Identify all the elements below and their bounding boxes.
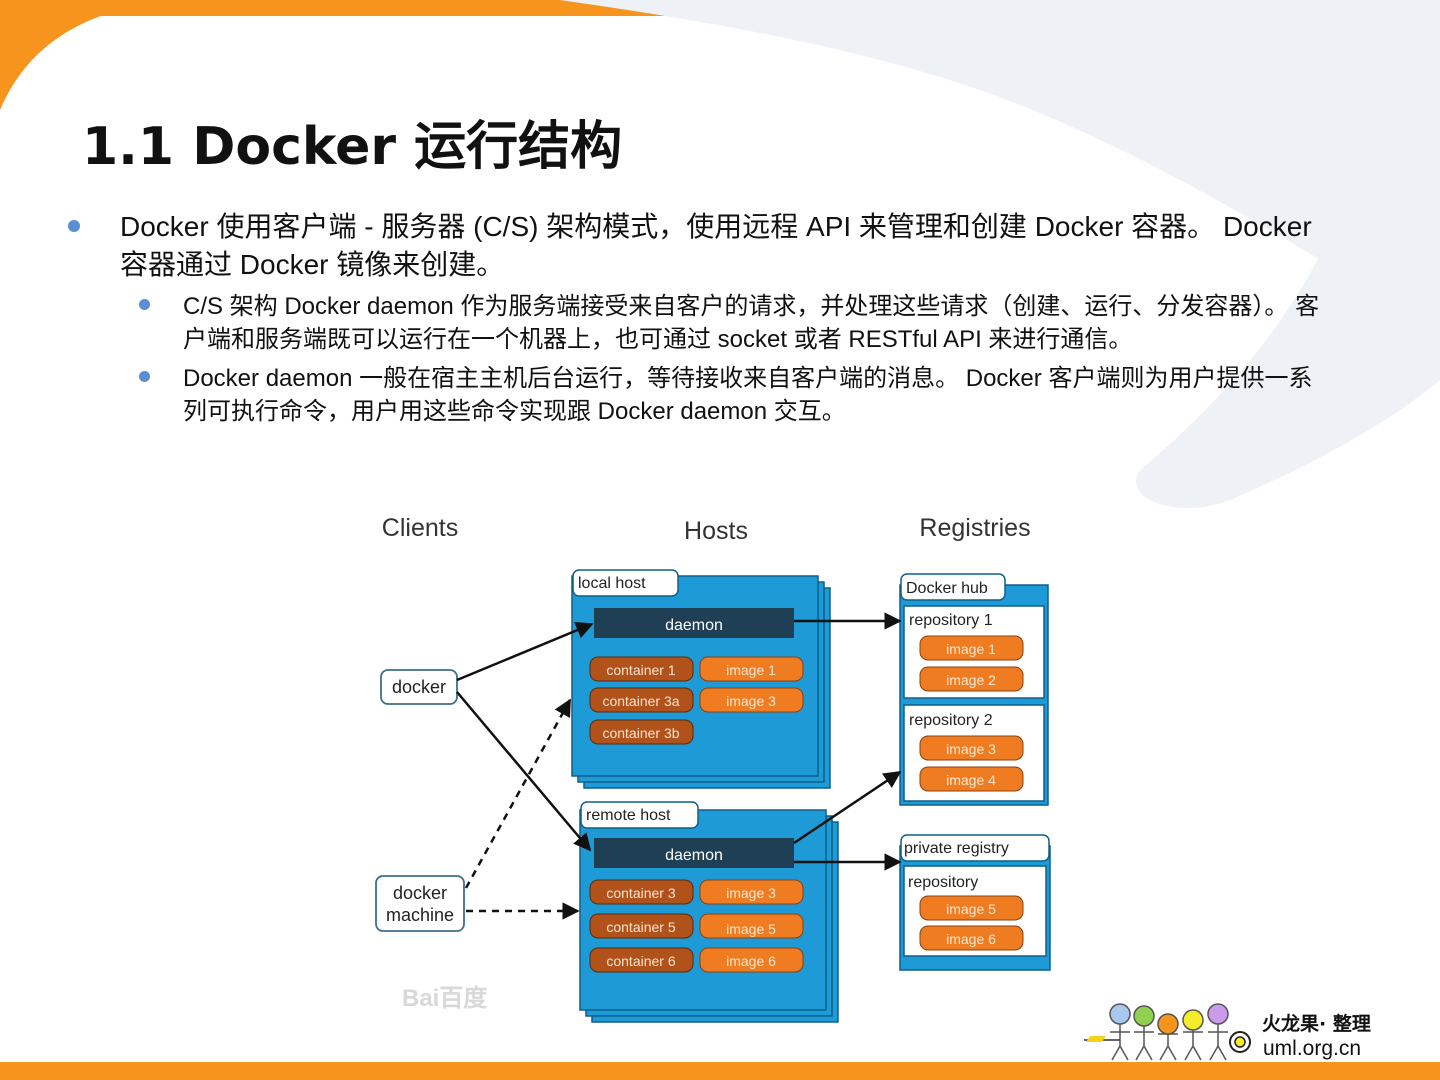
container-label: container 3b	[602, 725, 679, 741]
image-label: image 5	[946, 901, 996, 917]
container-label: container 3a	[602, 693, 679, 709]
image-label: image 1	[726, 662, 776, 678]
docker-client-label: docker	[392, 677, 446, 697]
clients-header: Clients	[382, 514, 458, 542]
bullet-item: Docker 使用客户端 - 服务器 (C/S) 架构模式，使用远程 API 来…	[60, 208, 1330, 284]
docker-hub-registry: Docker hub repository 1 image 1 image 2 …	[899, 573, 1049, 806]
image-label: image 3	[726, 693, 776, 709]
sub-bullet-item: C/S 架构 Docker daemon 作为服务端接受来自客户的请求，并处理这…	[60, 290, 1330, 356]
repository-label: repository 1	[909, 612, 993, 629]
local-host: local host daemon container 1 container …	[571, 569, 831, 789]
docker-machine-client: docker machine	[375, 875, 465, 932]
repository-label: repository 2	[909, 712, 993, 729]
bullet-dot-icon	[139, 371, 150, 382]
image-label: image 2	[946, 672, 996, 688]
image-label: image 4	[946, 772, 996, 788]
container-label: container 1	[606, 662, 675, 678]
repository-label: repository	[908, 874, 978, 891]
container-label: container 5	[606, 919, 675, 935]
image-label: image 5	[726, 921, 776, 937]
container-label: container 6	[606, 953, 675, 969]
sub-bullet-text: C/S 架构 Docker daemon 作为服务端接受来自客户的请求，并处理这…	[183, 293, 1320, 353]
connection-arrows	[456, 612, 902, 920]
image-label: image 6	[726, 953, 776, 969]
remote-daemon-label: daemon	[665, 847, 723, 864]
baidu-watermark: Bai百度	[402, 985, 488, 1012]
remote-host: remote host daemon container 3 container…	[579, 801, 839, 1023]
sub-bullet-item: Docker daemon 一般在宿主主机后台运行，等待接收来自客户端的消息。 …	[60, 362, 1330, 428]
slide-title: 1.1 Docker 运行结构	[82, 117, 623, 177]
bullet-dot-icon	[139, 299, 150, 310]
private-registry-label: private registry	[904, 840, 1009, 857]
bullet-text: Docker 使用客户端 - 服务器 (C/S) 架构模式，使用远程 API 来…	[120, 211, 1312, 280]
registries-header: Registries	[919, 514, 1030, 542]
logo-org-name: 火龙果· 整理	[1262, 1013, 1371, 1035]
docker-hub-label: Docker hub	[906, 580, 988, 597]
image-label: image 6	[946, 931, 996, 947]
image-label: image 3	[946, 741, 996, 757]
local-host-label: local host	[578, 575, 646, 592]
local-daemon-label: daemon	[665, 617, 723, 634]
sub-bullet-text: Docker daemon 一般在宿主主机后台运行，等待接收来自客户端的消息。 …	[183, 365, 1313, 425]
remote-host-label: remote host	[586, 807, 671, 824]
private-registry: private registry repository image 5 imag…	[899, 834, 1051, 971]
docker-machine-label: machine	[386, 905, 454, 925]
uml-logo-icon	[1084, 1003, 1251, 1061]
image-label: image 1	[946, 641, 996, 657]
logo-url: uml.org.cn	[1263, 1037, 1362, 1060]
container-label: container 3	[606, 885, 675, 901]
bullet-dot-icon	[68, 220, 80, 232]
docker-client: docker	[380, 669, 458, 705]
docker-architecture-diagram: Clients Hosts Registries local host daem…	[375, 514, 1051, 1023]
hosts-header: Hosts	[684, 517, 748, 545]
bullet-list: Docker 使用客户端 - 服务器 (C/S) 架构模式，使用远程 API 来…	[60, 208, 1330, 428]
image-label: image 3	[726, 885, 776, 901]
docker-machine-label: docker	[393, 883, 447, 903]
